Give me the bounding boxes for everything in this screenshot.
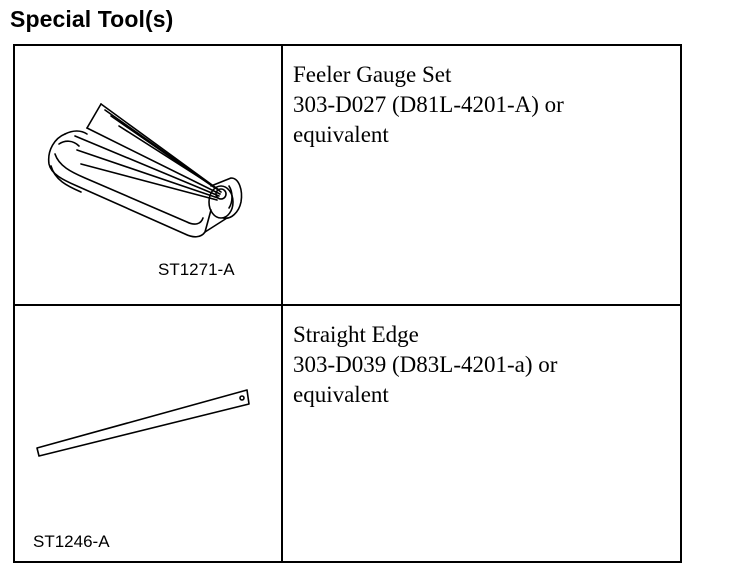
tool-illustration-cell: ST1246-A bbox=[13, 304, 283, 563]
tool-name: Straight Edge bbox=[293, 322, 419, 347]
feeler-gauge-set-illustration bbox=[47, 103, 243, 238]
special-tools-table: ST1271-A Feeler Gauge Set 303-D027 (D81L… bbox=[13, 44, 682, 563]
tool-illustration-cell: ST1271-A bbox=[13, 44, 283, 306]
figure-code: ST1246-A bbox=[33, 532, 110, 551]
tool-row: ST1246-A Straight Edge 303-D039 (D83L-42… bbox=[13, 304, 682, 563]
tool-description: Feeler Gauge Set 303-D027 (D81L-4201-A) … bbox=[283, 46, 680, 150]
figure-code: ST1271-A bbox=[158, 260, 235, 279]
straight-edge-illustration bbox=[36, 389, 250, 457]
page-title: Special Tool(s) bbox=[10, 6, 174, 32]
tool-description: Straight Edge 303-D039 (D83L-4201-a) or … bbox=[283, 306, 680, 410]
tool-alternative: equivalent bbox=[293, 122, 389, 147]
tool-description-cell: Feeler Gauge Set 303-D027 (D81L-4201-A) … bbox=[281, 44, 682, 306]
tool-name: Feeler Gauge Set bbox=[293, 62, 452, 87]
tool-part-number: 303-D039 (D83L-4201-a) or bbox=[293, 352, 558, 377]
tool-part-number: 303-D027 (D81L-4201-A) or bbox=[293, 92, 564, 117]
tool-alternative: equivalent bbox=[293, 382, 389, 407]
tool-row: ST1271-A Feeler Gauge Set 303-D027 (D81L… bbox=[13, 44, 682, 306]
tool-description-cell: Straight Edge 303-D039 (D83L-4201-a) or … bbox=[281, 304, 682, 563]
